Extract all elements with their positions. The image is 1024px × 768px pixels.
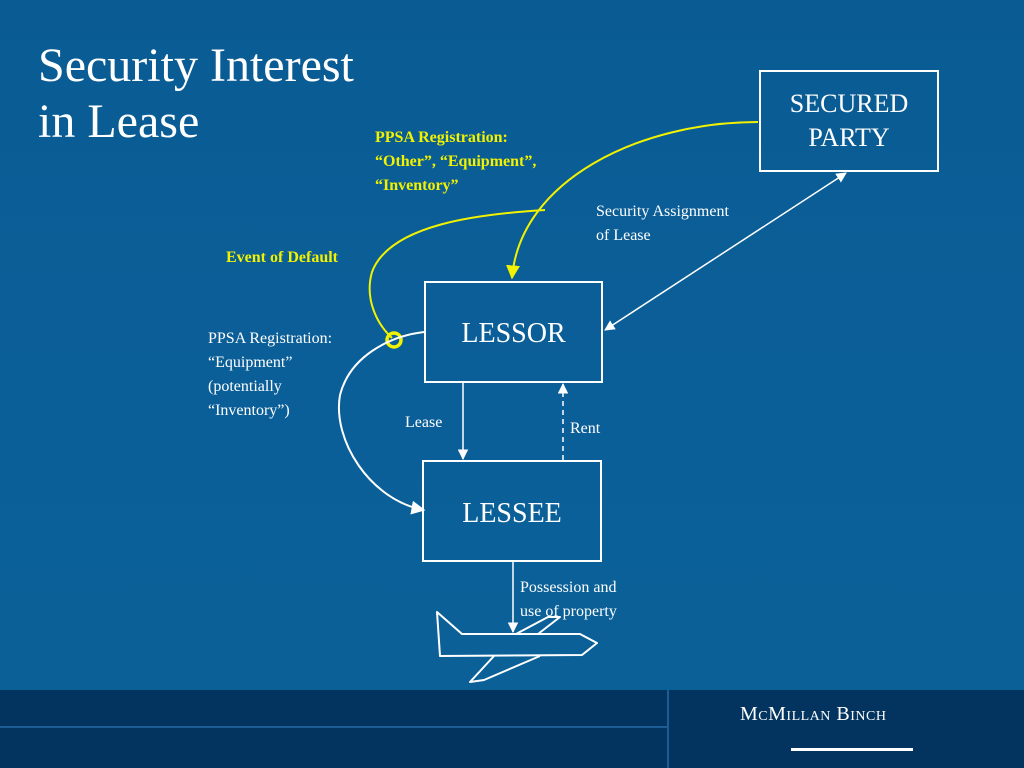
- ppsa-registration-curve: [506, 121, 759, 280]
- brand-logo: McMillan Binch: [740, 703, 887, 725]
- possession-label: Possession and use of property: [520, 579, 617, 620]
- footer-divider-horizontal: [0, 726, 667, 728]
- event-of-default-label: Event of Default: [226, 249, 338, 266]
- security-assignment-arrow: [604, 172, 847, 331]
- brand-underline: [791, 748, 913, 751]
- secured-party-label: SECURED PARTY: [789, 89, 909, 152]
- lease-label: Lease: [405, 414, 443, 431]
- footer-divider-vertical: [667, 690, 669, 768]
- lessee-box: LESSEE: [422, 460, 602, 562]
- ring-marker-icon: [385, 331, 403, 349]
- diagram-connectors: [337, 121, 847, 683]
- ppsa-lessor-curve: [337, 331, 426, 515]
- security-assignment-label: Security Assignment of Lease: [596, 203, 729, 244]
- airplane-outline-icon: [436, 611, 598, 683]
- lessee-label: LESSEE: [462, 498, 562, 529]
- footer-bar: McMillan Binch: [0, 690, 1024, 768]
- slide-title: Security Interest in Lease: [38, 39, 354, 148]
- rent-label: Rent: [570, 420, 601, 437]
- secured-party-box: SECURED PARTY: [759, 70, 939, 172]
- lessor-box: LESSOR: [424, 281, 603, 383]
- slide-canvas: Security Interest in Lease SECURED PARTY…: [0, 0, 1024, 690]
- ppsa-registration-lessor-label: PPSA Registration: “Equipment” (potentia…: [208, 330, 333, 419]
- event-of-default-curve: [368, 209, 546, 339]
- lessor-label: LESSOR: [461, 318, 566, 349]
- ppsa-registration-secured-label: PPSA Registration: “Other”, “Equipment”,…: [375, 129, 537, 194]
